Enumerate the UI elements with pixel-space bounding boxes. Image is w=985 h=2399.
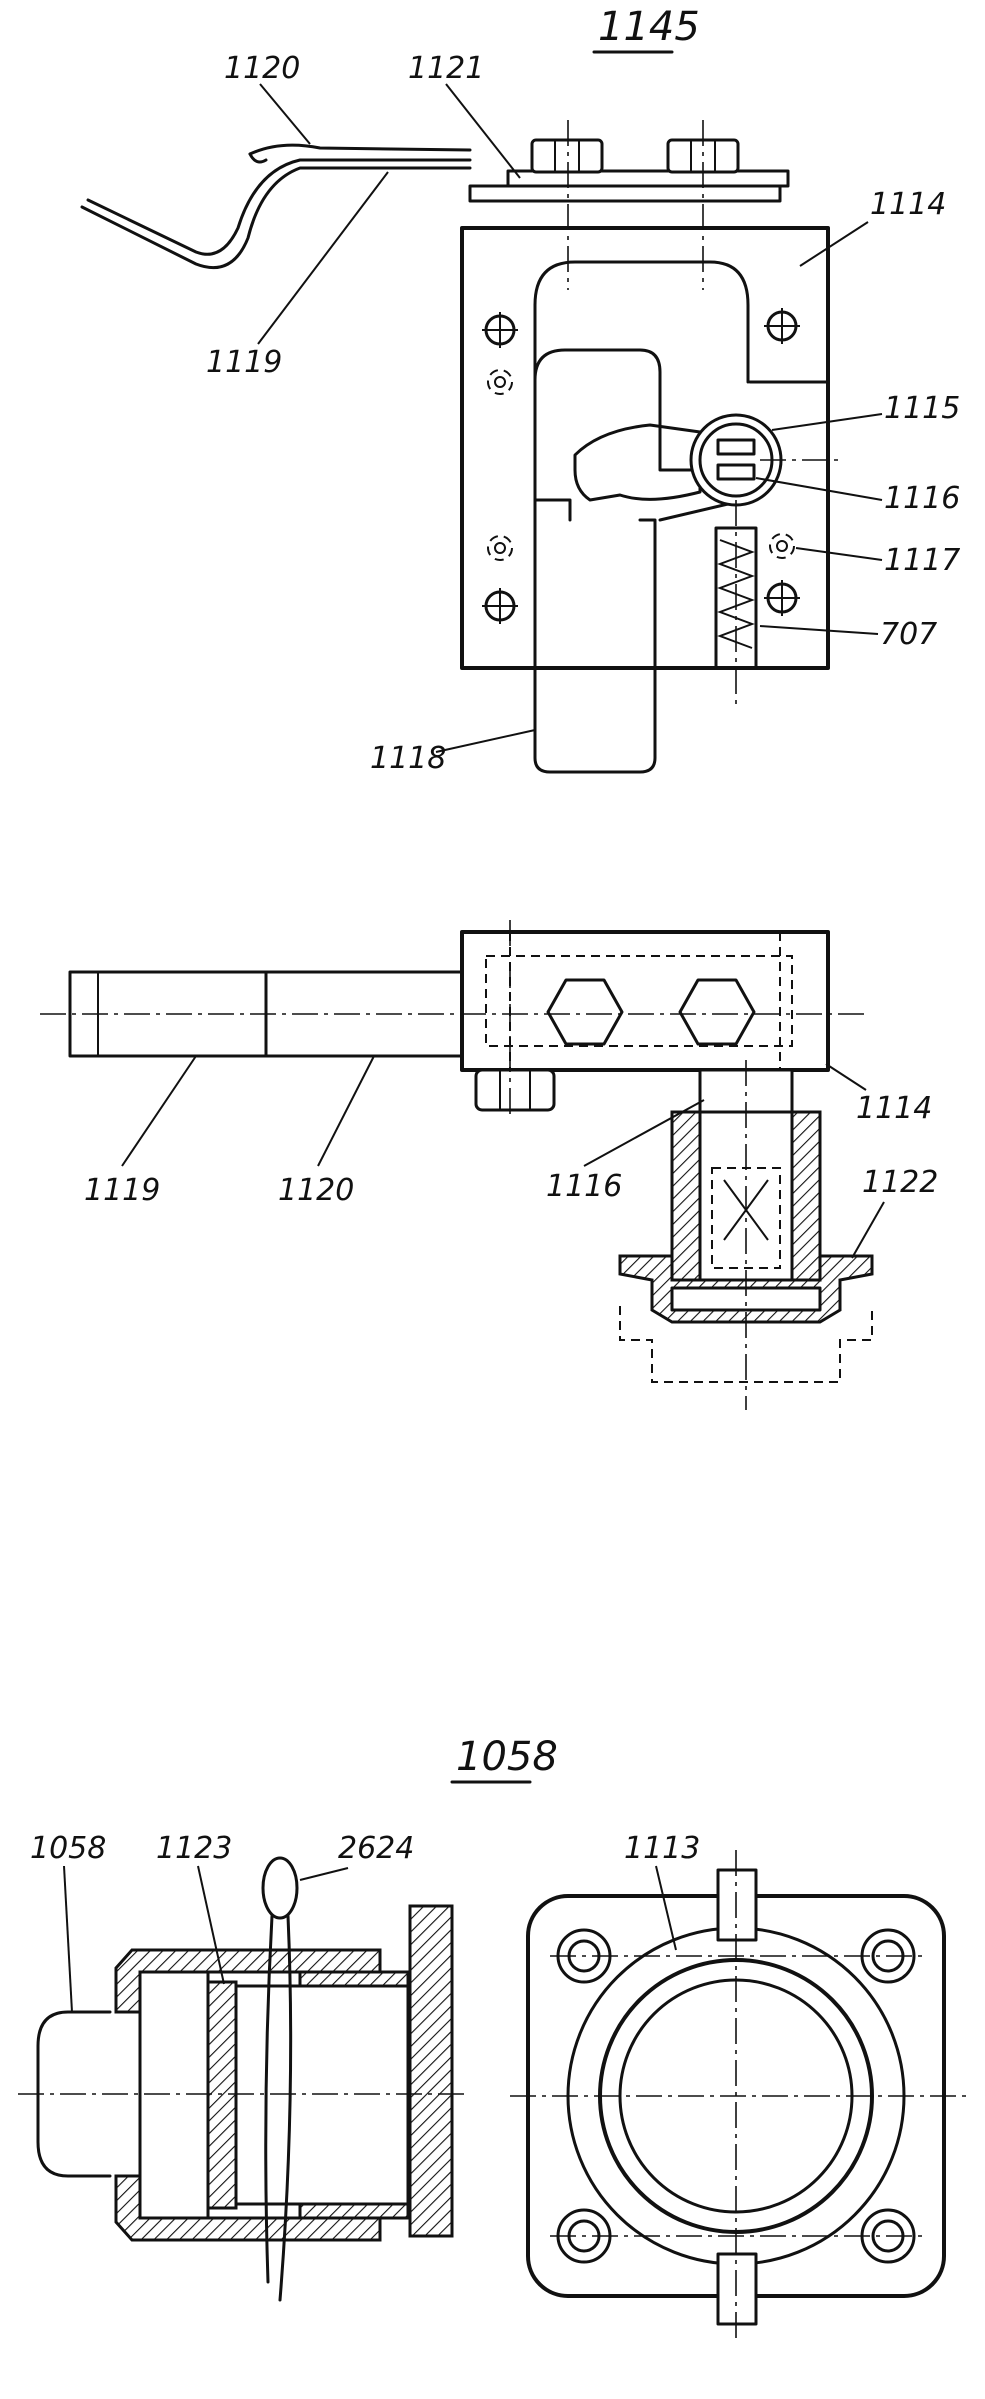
- leader-1114-side: [825, 1063, 867, 1091]
- cotter-pin-2624-leg: [264, 1914, 293, 2302]
- plate-1121: [468, 184, 782, 203]
- leader-1123-bottom: [197, 1865, 225, 1985]
- view-title-1058: 1058: [456, 1734, 558, 1780]
- leader-1119-side: [121, 1055, 197, 1167]
- key-1116-bottom: [716, 463, 756, 481]
- leader-2624-bottom: [299, 1867, 349, 1881]
- bolt-head-left: [530, 138, 604, 174]
- spring-1120: [248, 143, 472, 156]
- housing-1114: [460, 226, 830, 670]
- leader-1116-side: [583, 1099, 705, 1167]
- mounting-plate: [408, 1904, 454, 2238]
- rod-1119-inner: [86, 158, 472, 256]
- label-2624-bottom: 2624: [338, 1831, 414, 1866]
- plate-1121-top: [506, 169, 790, 188]
- label-1116-side: 1116: [546, 1169, 622, 1204]
- hex-nut-left: [546, 978, 624, 1046]
- view-side: 1119 1120 1116 1114 1122: [40, 920, 938, 1410]
- label-1121-top: 1121: [408, 51, 484, 86]
- housing-outer-top: [114, 1948, 382, 2014]
- pin-slot-bottom: [716, 2252, 758, 2326]
- pin-slot-top: [716, 1868, 758, 1942]
- sleeve-section-left: [670, 1110, 702, 1282]
- lever-slot: [533, 260, 750, 384]
- leader-1119-top: [257, 171, 389, 345]
- leader-1115-top: [771, 413, 883, 431]
- leader-1120-top: [259, 83, 311, 145]
- leader-1113-bottom: [655, 1865, 677, 1951]
- mount-holes: [482, 308, 800, 624]
- housing-1114-side-inner: [485, 955, 793, 1047]
- label-707-top: 707: [880, 617, 937, 652]
- label-1119-top: 1119: [206, 345, 282, 380]
- label-1113-bottom: 1113: [624, 1831, 700, 1866]
- cotter-pin-2624-eye: [261, 1856, 299, 1920]
- view-title-1145: 1145: [598, 4, 700, 50]
- label-1119-side: 1119: [84, 1173, 160, 1208]
- spring-1120-hook: [248, 152, 268, 164]
- leader-1058-bottom: [63, 1865, 73, 2013]
- label-1120-side: 1120: [278, 1173, 354, 1208]
- label-1122-side: 1122: [862, 1165, 938, 1200]
- label-1116-top: 1116: [884, 481, 960, 516]
- view-1058-bottom: 1058: [18, 1734, 966, 2340]
- view-1145-top: 1145: [80, 4, 960, 776]
- leader-707-top: [759, 625, 879, 635]
- lever-1118-handle: [533, 518, 657, 774]
- label-1118-top: 1118: [370, 741, 446, 776]
- label-1058-bottom: 1058: [30, 1831, 106, 1866]
- leader-1120-side: [317, 1055, 375, 1167]
- label-1114-top: 1114: [870, 187, 946, 222]
- label-1123-bottom: 1123: [156, 1831, 232, 1866]
- housing-body: [138, 1970, 210, 2220]
- cylinder-wall-top: [298, 1970, 410, 1988]
- rod-1119: [80, 166, 472, 270]
- lever-1118-arm: [533, 498, 572, 522]
- disc-1123: [206, 1980, 238, 2210]
- housing-1114-side: [460, 930, 830, 1072]
- leader-1116-top: [755, 477, 883, 501]
- cam-1115-body: [573, 423, 702, 502]
- label-1115-top: 1115: [884, 391, 960, 426]
- key-1116-top: [716, 438, 756, 456]
- label-1120-top: 1120: [224, 51, 300, 86]
- leader-1118-top: [435, 729, 536, 753]
- hidden-base: [619, 1306, 873, 1383]
- cylinder-body: [234, 1984, 410, 2206]
- leader-1122-side: [851, 1201, 885, 1259]
- cylinder-wall-bottom: [298, 2202, 410, 2220]
- hex-nut-right: [678, 978, 756, 1046]
- leader-1114-top: [799, 221, 869, 267]
- leader-1121-top: [445, 83, 521, 179]
- sleeve-section-right: [790, 1110, 822, 1282]
- label-1114-side: 1114: [856, 1091, 932, 1126]
- leader-1117-top: [795, 547, 883, 561]
- label-1117-top: 1117: [884, 543, 960, 578]
- nut-below: [474, 1068, 556, 1112]
